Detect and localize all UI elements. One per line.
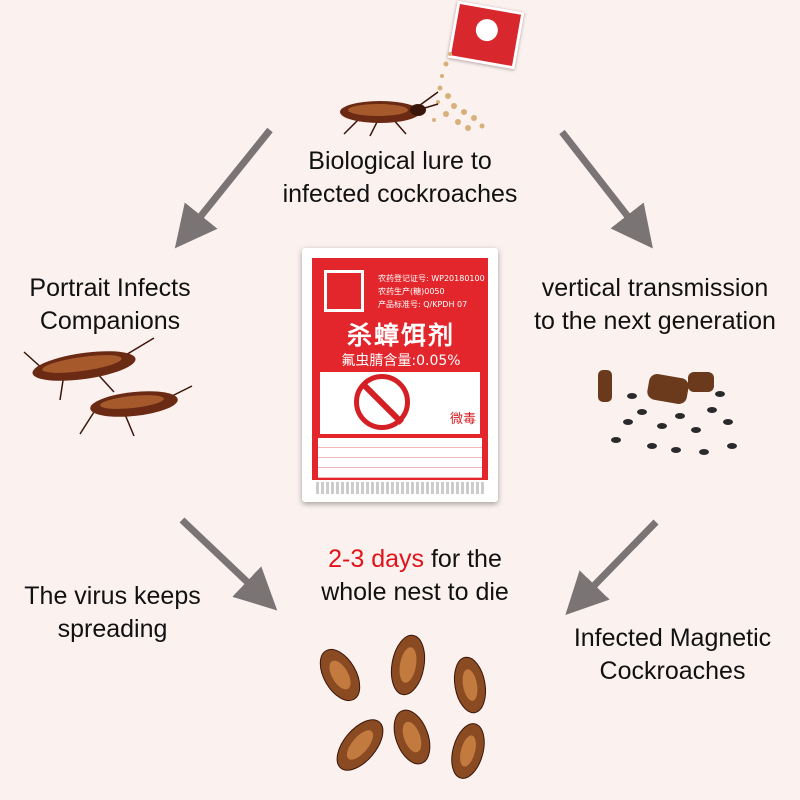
label-infected-magnetic: Infected Magnetic Cockroaches <box>545 622 800 688</box>
bait-packet: 农药登记证号: WP20180100 农药生产(糖)0050 产品标准号: Q/… <box>302 248 498 502</box>
no-cockroach-icon <box>354 374 410 430</box>
brand-logo-icon <box>324 270 364 312</box>
label-line: Cockroaches <box>599 657 746 685</box>
label-biological-lure: Biological lure to infected cockroaches <box>240 145 560 211</box>
arrow-icon <box>179 517 278 611</box>
label-line: infected cockroaches <box>282 180 518 208</box>
arrow-icon <box>559 129 653 249</box>
label-line: to the next generation <box>534 307 776 335</box>
label-virus-spreading: The virus keeps spreading <box>0 580 225 646</box>
reg-line: 农药生产(糖)0050 <box>378 287 445 296</box>
reg-line: 产品标准号: Q/KPDH 07 <box>378 300 468 309</box>
label-line: 2-3 days for the <box>290 543 540 576</box>
bait-powder <box>432 52 485 131</box>
arrow-icon <box>565 519 659 616</box>
cockroach-icon <box>340 91 439 137</box>
label-line: spreading <box>57 615 168 643</box>
label-line: vertical transmission <box>541 274 769 302</box>
label-days-to-die: 2-3 days for the whole nest to die <box>290 543 540 609</box>
packet-subtitle: 氟虫腈含量:0.05% <box>341 353 461 369</box>
label-line: The virus keeps <box>24 582 201 610</box>
label-line: Portrait Infects <box>29 274 191 302</box>
label-portrait-infects: Portrait Infects Companions <box>0 272 220 338</box>
arrow-icon <box>174 127 273 249</box>
reg-line: 农药登记证号: WP20180100 <box>378 274 485 283</box>
packet-registration: 农药登记证号: WP20180100 农药生产(糖)0050 产品标准号: Q/… <box>378 272 485 311</box>
egg-nymph-cluster-icon <box>598 370 737 455</box>
label-line: Infected Magnetic <box>573 624 772 652</box>
dead-cockroach-pile-icon <box>319 634 487 779</box>
packet-fineprint <box>316 482 484 494</box>
label-vertical-transmission: vertical transmission to the next genera… <box>510 272 800 338</box>
label-line: Companions <box>39 307 181 335</box>
label-line: whole nest to die <box>321 578 509 606</box>
label-line: Biological lure to <box>308 147 492 175</box>
usage-table <box>318 438 482 478</box>
toxicity-label: 微毒 <box>450 412 477 427</box>
highlight-days: 2-3 days <box>328 545 425 573</box>
packet-title: 杀蟑饵剂 <box>346 321 455 350</box>
cockroach-pair-icon <box>23 337 193 437</box>
packet-red-panel: 农药登记证号: WP20180100 农药生产(糖)0050 产品标准号: Q/… <box>312 258 488 480</box>
label-rest: for the <box>424 545 502 573</box>
